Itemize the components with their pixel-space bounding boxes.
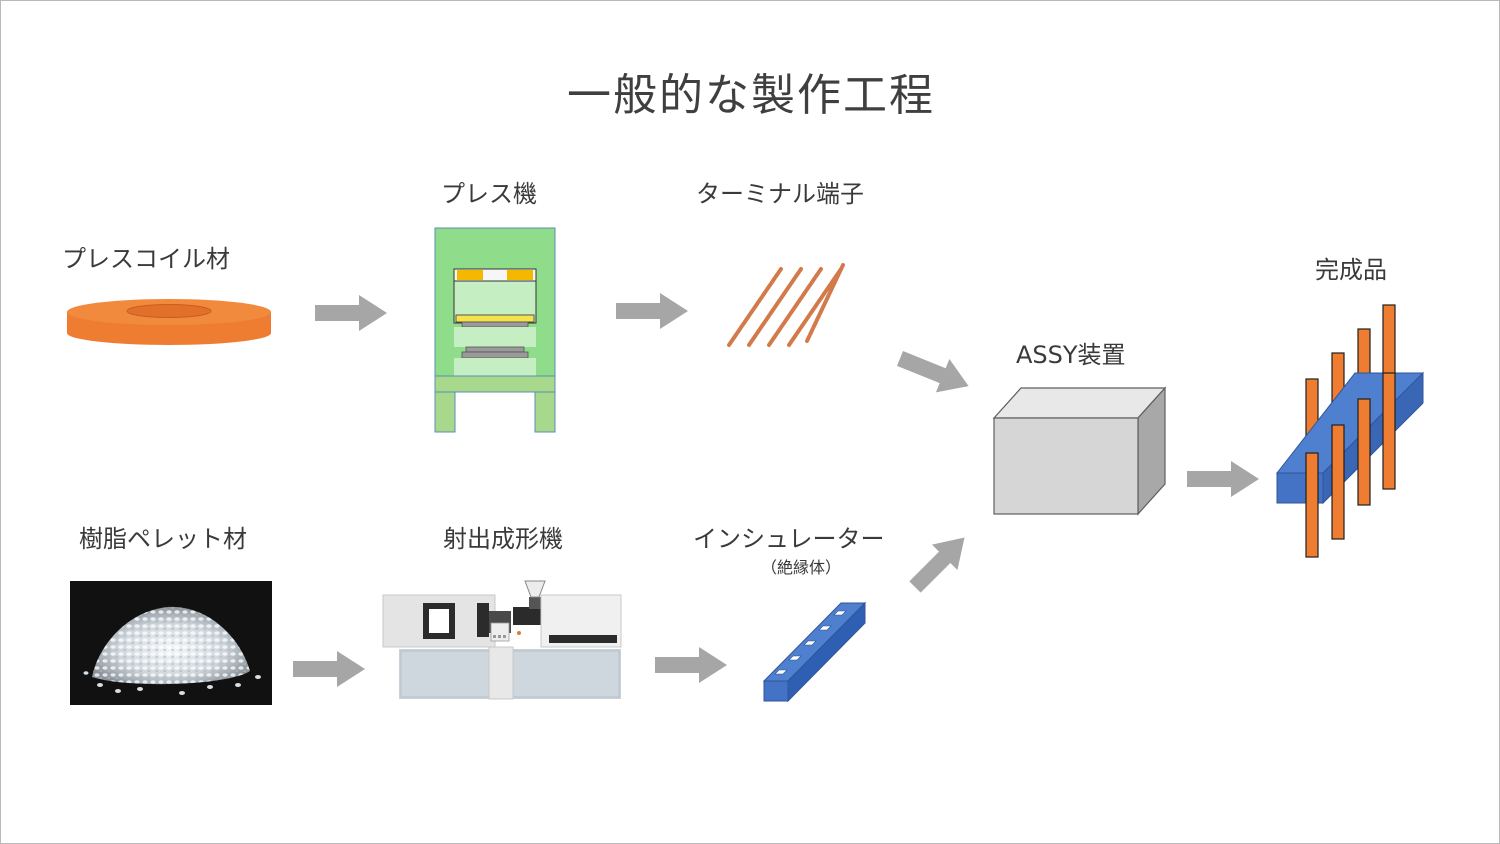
press-coil-icon xyxy=(67,299,271,345)
label-terminal: ターミナル端子 xyxy=(696,180,864,208)
terminal-pins-icon xyxy=(727,263,845,347)
injection-molding-machine-icon xyxy=(382,580,622,700)
label-assy: ASSY装置 xyxy=(1016,341,1126,369)
label-press-coil: プレスコイル材 xyxy=(62,245,230,273)
pin-header-icon xyxy=(1275,304,1425,558)
arrow-icon xyxy=(315,295,387,331)
press-machine-icon xyxy=(434,227,556,433)
page-title: 一般的な製作工程 xyxy=(567,70,935,121)
label-insulator: インシュレーター xyxy=(693,525,885,553)
label-injection-machine: 射出成形機 xyxy=(443,525,563,553)
label-finished: 完成品 xyxy=(1315,256,1387,284)
arrow-icon xyxy=(897,351,969,393)
resin-pellets-photo xyxy=(70,581,272,705)
assy-box-icon xyxy=(992,386,1167,516)
label-press-machine: プレス機 xyxy=(441,180,537,208)
arrow-icon xyxy=(655,647,727,683)
label-resin-pellet: 樹脂ペレット材 xyxy=(79,525,247,553)
arrow-icon xyxy=(1187,461,1259,497)
arrow-icon xyxy=(616,293,688,329)
arrow-icon xyxy=(293,651,365,687)
label-insulator-sub: （絶縁体） xyxy=(761,558,842,577)
arrow-icon xyxy=(909,537,965,593)
insulator-bar-icon xyxy=(762,601,867,703)
